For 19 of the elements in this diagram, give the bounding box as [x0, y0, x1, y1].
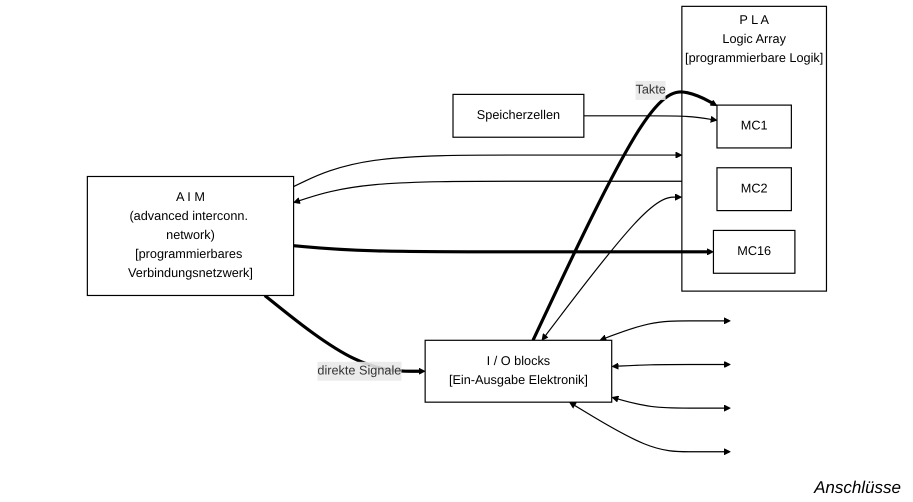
arrow	[583, 115, 717, 123]
pin-caption: Anschlüsse	[814, 478, 901, 498]
arrow	[531, 90, 717, 341]
edge-label: Takte	[635, 83, 666, 97]
arrow	[611, 396, 730, 412]
arrow	[611, 361, 730, 370]
arrow	[541, 194, 682, 341]
node-box: MC16	[712, 230, 796, 274]
arrow	[292, 152, 682, 188]
node-box: MC2	[716, 167, 792, 212]
node-box: MC1	[716, 104, 792, 149]
arrow	[292, 180, 682, 204]
arrow	[568, 402, 730, 456]
node-box: A I M (advanced interconn. network) [programmierbares Verbindungsnetzwerk]	[86, 176, 294, 296]
edge-label: direkte Signale	[316, 364, 401, 378]
node-box: I / O blocks [Ein-Ausgabe Elektronik]	[424, 340, 612, 403]
node-box: Speicherzellen	[452, 94, 584, 138]
arrow	[293, 244, 714, 256]
arrow	[599, 317, 730, 342]
